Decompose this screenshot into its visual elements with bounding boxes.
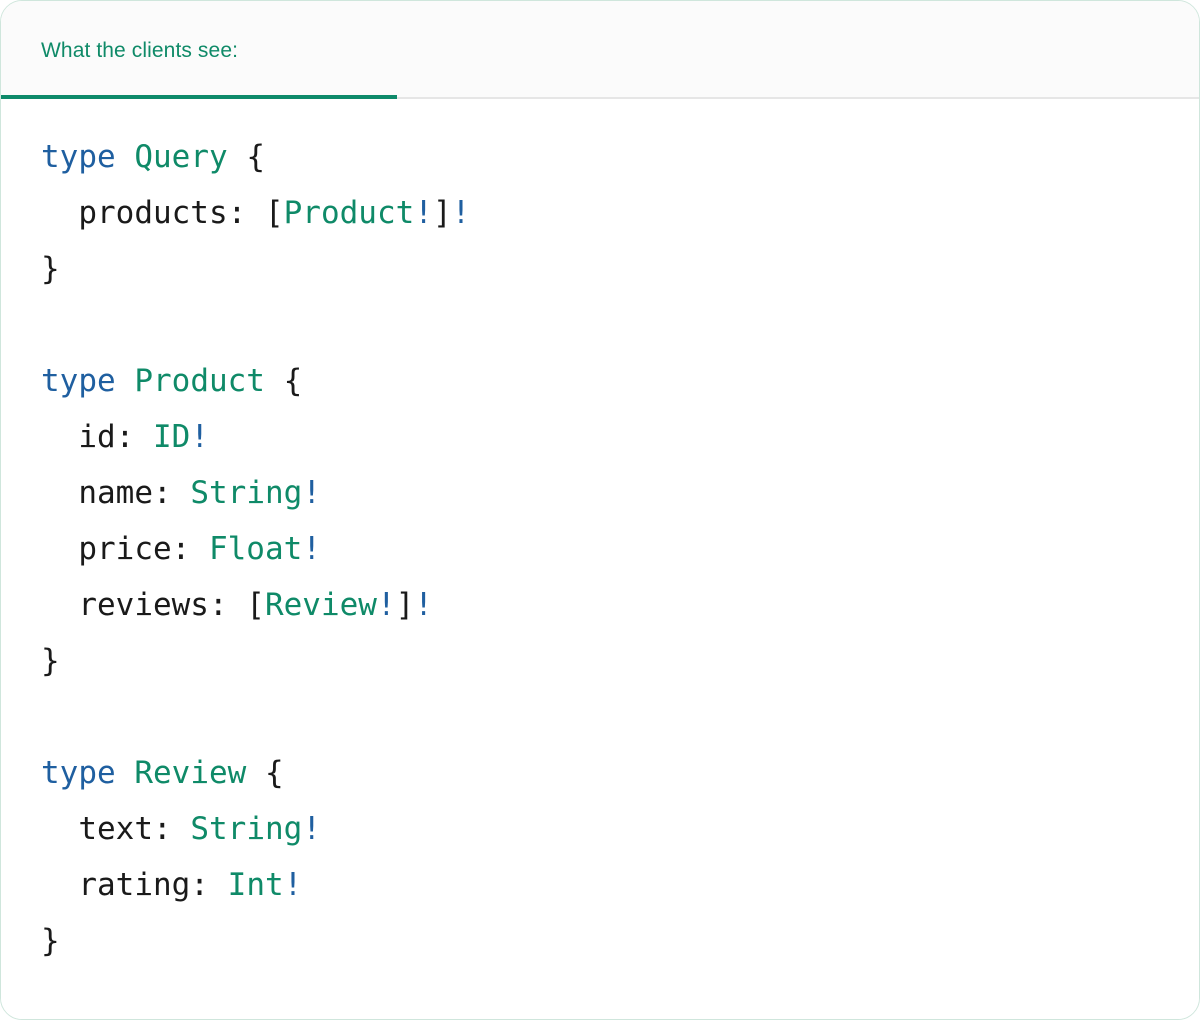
- code-token-kw: type: [41, 755, 116, 791]
- code-token-punc: [134, 419, 153, 455]
- code-token-bang: !: [376, 587, 396, 623]
- code-line: reviews: [Review!]!: [41, 577, 1159, 633]
- code-token-field: price:: [78, 531, 191, 567]
- code-line: type Product {: [41, 353, 1159, 409]
- code-token-punc: [172, 811, 191, 847]
- code-line: price: Float!: [41, 521, 1159, 577]
- code-token-bang: !: [302, 811, 321, 847]
- code-token-bang: !: [190, 419, 209, 455]
- code-token-bang: !: [302, 475, 321, 511]
- code-line: text: String!: [41, 801, 1159, 857]
- code-line: name: String!: [41, 465, 1159, 521]
- code-scroll-area[interactable]: type Query { products: [Product!]!} type…: [1, 99, 1199, 1019]
- code-token-punc: }: [41, 643, 60, 679]
- code-token-field: name:: [78, 475, 172, 511]
- code-token-punc: {: [227, 139, 265, 175]
- code-token-kw: type: [41, 139, 116, 175]
- code-token-punc: {: [246, 755, 284, 791]
- code-token-punc: {: [264, 363, 303, 399]
- code-token-punc: [190, 531, 209, 567]
- tab-bar: What the clients see:: [1, 1, 1199, 99]
- code-line: type Review {: [41, 745, 1159, 801]
- code-token-punc: ]: [432, 195, 452, 231]
- code-token-bang: !: [414, 195, 433, 231]
- code-line: [41, 689, 1159, 745]
- code-token-type: Int: [227, 867, 284, 903]
- code-token-punc: }: [41, 923, 60, 959]
- code-token-punc: }: [41, 251, 60, 287]
- code-line: id: ID!: [41, 409, 1159, 465]
- code-token-type: Review: [264, 587, 377, 623]
- code-token-bang: !: [283, 867, 303, 903]
- code-token-punc: [: [227, 587, 265, 623]
- code-token-type: String: [190, 811, 303, 847]
- code-token-punc: [209, 867, 228, 903]
- code-token-bang: !: [302, 531, 321, 567]
- code-token-field: products:: [78, 195, 247, 231]
- code-token-field: text:: [78, 811, 172, 847]
- code-line: type Query {: [41, 129, 1159, 185]
- code-token-bang: !: [451, 195, 471, 231]
- code-line: }: [41, 241, 1159, 297]
- code-token-kw: type: [41, 363, 116, 399]
- code-token-field: id:: [78, 419, 135, 455]
- graphql-schema-code: type Query { products: [Product!]!} type…: [1, 129, 1199, 969]
- code-token-type: String: [190, 475, 303, 511]
- code-token-punc: [: [246, 195, 284, 231]
- code-line: }: [41, 913, 1159, 969]
- code-token-punc: [172, 475, 191, 511]
- code-token-type: ID: [153, 419, 191, 455]
- code-token-field: rating:: [78, 867, 209, 903]
- code-token-punc: [116, 755, 135, 791]
- code-token-type: Query: [134, 139, 228, 175]
- code-line: rating: Int!: [41, 857, 1159, 913]
- code-token-punc: [116, 363, 135, 399]
- code-token-bang: !: [414, 587, 433, 623]
- code-token-punc: [116, 139, 135, 175]
- code-token-punc: ]: [395, 587, 415, 623]
- tab-what-the-clients-see[interactable]: What the clients see:: [1, 1, 397, 99]
- code-token-type: Review: [134, 755, 247, 791]
- code-line: [41, 297, 1159, 353]
- code-line: products: [Product!]!: [41, 185, 1159, 241]
- code-token-type: Product: [283, 195, 415, 231]
- code-token-field: reviews:: [78, 587, 228, 623]
- code-token-type: Product: [134, 363, 265, 399]
- code-token-type: Float: [208, 531, 303, 567]
- code-line: }: [41, 633, 1159, 689]
